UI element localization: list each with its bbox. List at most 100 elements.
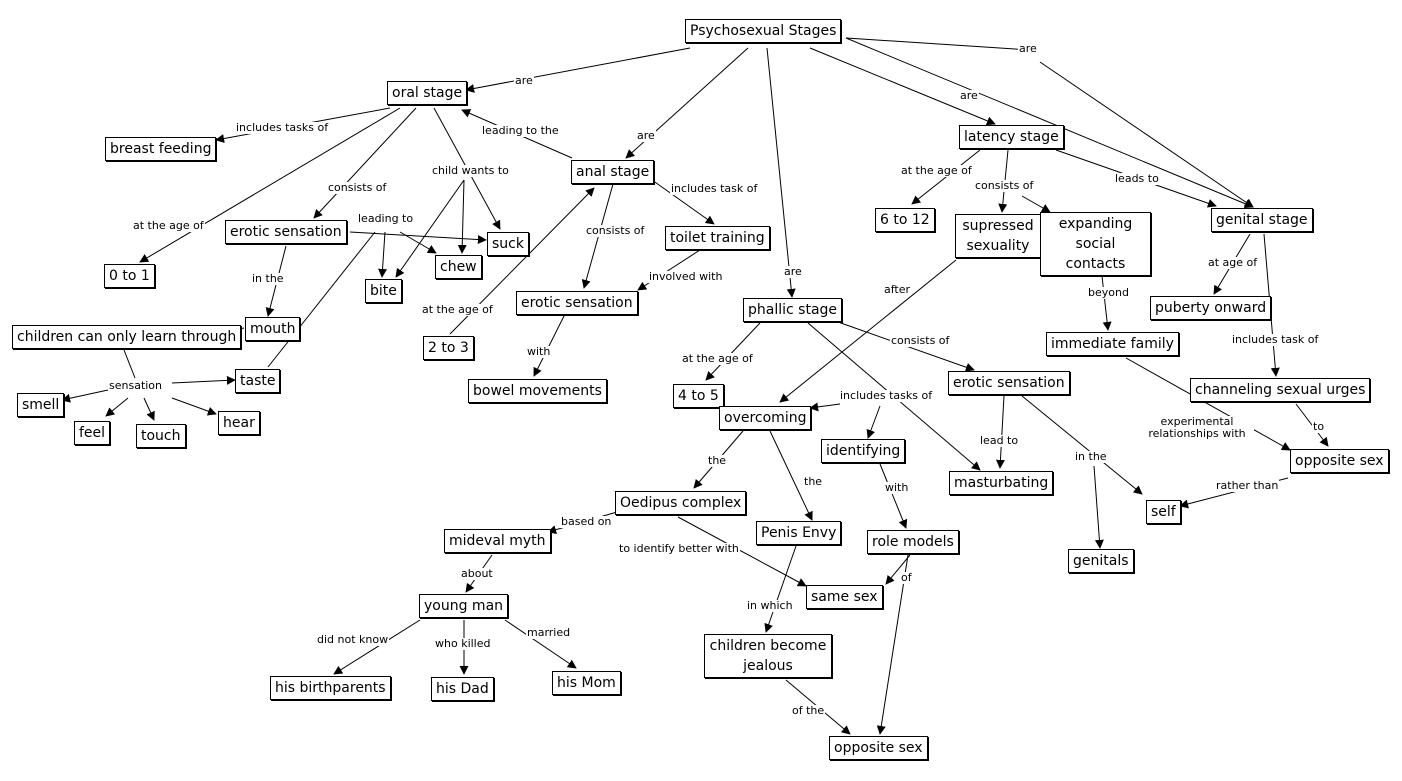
node-phallic-stage[interactable]: phallic stage	[743, 298, 843, 322]
label-lead-to: lead to	[979, 434, 1020, 447]
node-expanding-social-contacts[interactable]: expanding social contacts	[1040, 212, 1151, 276]
label-about: about	[460, 567, 494, 580]
node-touch[interactable]: touch	[136, 424, 186, 448]
label-includes-task-of: includes task of	[1231, 333, 1320, 346]
node-feel[interactable]: feel	[74, 421, 111, 445]
label-consists-of: consists of	[585, 224, 646, 237]
label-leading-to: leading to	[357, 212, 415, 225]
edge-root-genital-upper	[845, 37, 1031, 51]
node-children-become-jealous[interactable]: children become jealous	[704, 634, 832, 678]
node-age-6-12[interactable]: 6 to 12	[875, 208, 935, 232]
node-immediate-family[interactable]: immediate family	[1046, 332, 1179, 356]
node-oral-stage[interactable]: oral stage	[387, 81, 468, 105]
node-smell[interactable]: smell	[17, 393, 65, 417]
edge-supressed-overcoming	[779, 259, 957, 403]
label-leads-to: leads to	[1114, 172, 1160, 185]
node-age-4-5[interactable]: 4 to 5	[673, 384, 724, 408]
edge-anal-toilet	[651, 179, 715, 225]
label-based-on: based on	[560, 515, 613, 528]
node-mideval-myth[interactable]: mideval myth	[444, 529, 551, 553]
label-the: the	[707, 454, 728, 467]
edge-role-same	[885, 554, 911, 585]
node-channeling-sexual-urges[interactable]: channeling sexual urges	[1190, 378, 1371, 402]
label-are: are	[636, 129, 656, 142]
label-consists-of: consists of	[327, 181, 388, 194]
node-his-dad[interactable]: his Dad	[431, 677, 494, 701]
edge-root-latency	[809, 47, 996, 126]
edge-erotic-self	[1021, 395, 1143, 495]
node-oedipus-complex[interactable]: Oedipus complex	[615, 491, 747, 515]
edge-young-mom	[504, 619, 577, 669]
edge-sensation-feel	[105, 397, 129, 417]
label-child-wants-to: child wants to	[431, 164, 510, 177]
edge-toilet-erotic	[637, 249, 701, 291]
node-puberty-onward[interactable]: puberty onward	[1150, 296, 1272, 320]
label-are: are	[959, 89, 979, 102]
label-did-not-know: did not know	[316, 633, 390, 646]
node-his-mom[interactable]: his Mom	[552, 671, 621, 695]
label-rather-than: rather than	[1215, 479, 1280, 492]
label-of: of	[900, 571, 913, 584]
edge-sensation-smell	[61, 389, 109, 403]
label-at-age-of: at age of	[1207, 256, 1259, 269]
edge-phallic-age	[705, 322, 761, 381]
label-married: married	[526, 626, 572, 639]
node-latency-stage[interactable]: latency stage	[959, 125, 1064, 149]
edge-erotic-genitals	[1093, 465, 1104, 549]
edge-identifying-role	[879, 463, 908, 529]
edge-oedipus-same	[677, 516, 807, 587]
node-penis-envy[interactable]: Penis Envy	[756, 521, 842, 545]
label-of-the: of the	[791, 704, 826, 717]
edge-root-oral	[465, 47, 691, 93]
edge-erotic-taste	[267, 231, 376, 368]
node-hear[interactable]: hear	[218, 411, 260, 435]
edge-sensation-hear	[171, 397, 217, 416]
label-with: with	[884, 481, 910, 494]
node-young-man[interactable]: young man	[419, 594, 509, 618]
node-self[interactable]: self	[1146, 500, 1181, 524]
node-same-sex[interactable]: same sex	[806, 585, 883, 609]
node-children-can-only-learn[interactable]: children can only learn through	[12, 325, 242, 349]
node-anal-stage[interactable]: anal stage	[571, 160, 655, 184]
label-in-the: in the	[1074, 450, 1108, 463]
edge-children-sensation	[123, 349, 136, 379]
node-identifying[interactable]: identifying	[821, 439, 906, 463]
node-chew[interactable]: chew	[435, 255, 482, 279]
node-erotic-sensation-anal[interactable]: erotic sensation	[516, 291, 638, 315]
node-suck[interactable]: suck	[487, 232, 529, 256]
label-to-identify-better-with: to identify better with	[618, 542, 740, 555]
edge-sensation-taste	[171, 375, 236, 385]
edge-tasks-identifying	[866, 405, 881, 439]
node-genital-stage[interactable]: genital stage	[1211, 208, 1313, 232]
node-opposite-sex-bottom[interactable]: opposite sex	[829, 736, 928, 760]
node-age-0-1[interactable]: 0 to 1	[104, 264, 155, 288]
node-toilet-training[interactable]: toilet training	[665, 226, 770, 250]
node-mouth[interactable]: mouth	[245, 317, 301, 341]
node-role-models[interactable]: role models	[867, 530, 959, 554]
node-erotic-sensation-oral[interactable]: erotic sensation	[225, 220, 347, 244]
node-opposite-sex-right[interactable]: opposite sex	[1290, 449, 1389, 473]
edge-oral-age	[139, 107, 401, 263]
label-beyond: beyond	[1087, 286, 1130, 299]
node-taste[interactable]: taste	[235, 369, 281, 393]
node-bite[interactable]: bite	[365, 279, 402, 303]
label-includes-tasks-of: includes tasks of	[839, 389, 934, 402]
node-his-birthparents[interactable]: his birthparents	[270, 676, 391, 700]
edge-root-genital	[845, 37, 1254, 209]
label-in-the: in the	[251, 272, 285, 285]
node-overcoming[interactable]: overcoming	[719, 406, 812, 430]
node-breast-feeding[interactable]: breast feeding	[105, 137, 217, 161]
node-psychosexual-stages[interactable]: Psychosexual Stages	[685, 19, 842, 43]
node-supressed-sexuality[interactable]: supressed sexuality	[955, 214, 1041, 258]
node-age-2-3[interactable]: 2 to 3	[423, 336, 474, 360]
node-masturbating[interactable]: masturbating	[949, 471, 1054, 495]
node-bowel-movements[interactable]: bowel movements	[468, 379, 607, 403]
label-at-the-age-of: at the age of	[681, 352, 754, 365]
label-experimental-relationships-with: experimental relationships with	[1140, 416, 1254, 440]
edge-root-phallic	[766, 47, 796, 298]
node-genitals[interactable]: genitals	[1068, 549, 1134, 573]
label-the: the	[803, 475, 824, 488]
node-erotic-sensation-phallic[interactable]: erotic sensation	[948, 371, 1070, 395]
label-consists-of: consists of	[974, 179, 1035, 192]
